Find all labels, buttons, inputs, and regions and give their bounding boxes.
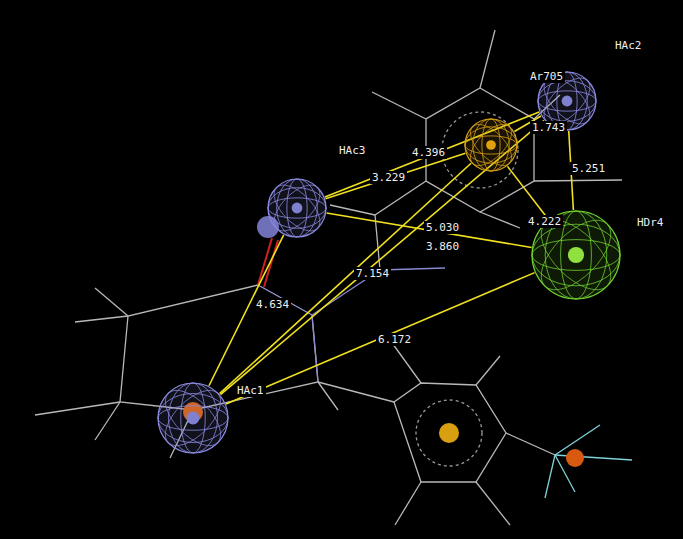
- feature-label: HAc2: [613, 39, 644, 52]
- distance-value: 3.860: [424, 240, 461, 253]
- distance-line: [508, 166, 549, 219]
- feature-label: HAc1: [235, 384, 266, 397]
- feature-sphere: [267, 178, 327, 238]
- distance-value: 3.229: [370, 171, 407, 184]
- distance-line: [220, 163, 472, 393]
- feature-label: HAc3: [337, 144, 368, 157]
- feature-sphere: [464, 118, 518, 172]
- distance-value: 6.172: [376, 333, 413, 346]
- feature-label: Ar705: [528, 70, 565, 83]
- feature-sphere: [157, 382, 229, 454]
- distance-value: 5.030: [424, 221, 461, 234]
- distance-line: [326, 153, 466, 198]
- pharmacophore-feature: HAc1: [157, 382, 229, 454]
- distance-value: 7.154: [354, 267, 391, 280]
- feature-label: HDr4: [635, 216, 666, 229]
- pharmacophore-feature: Ar705: [464, 118, 518, 172]
- distance-line: [226, 273, 534, 404]
- distance-value: 4.396: [410, 146, 447, 159]
- distance-value: 4.634: [254, 298, 291, 311]
- distance-line: [325, 112, 539, 197]
- distance-value: 1.743: [530, 121, 567, 134]
- distance-value: 5.251: [570, 162, 607, 175]
- pharmacophore-feature: HAc3: [267, 178, 327, 238]
- distance-value: 4.222: [526, 215, 563, 228]
